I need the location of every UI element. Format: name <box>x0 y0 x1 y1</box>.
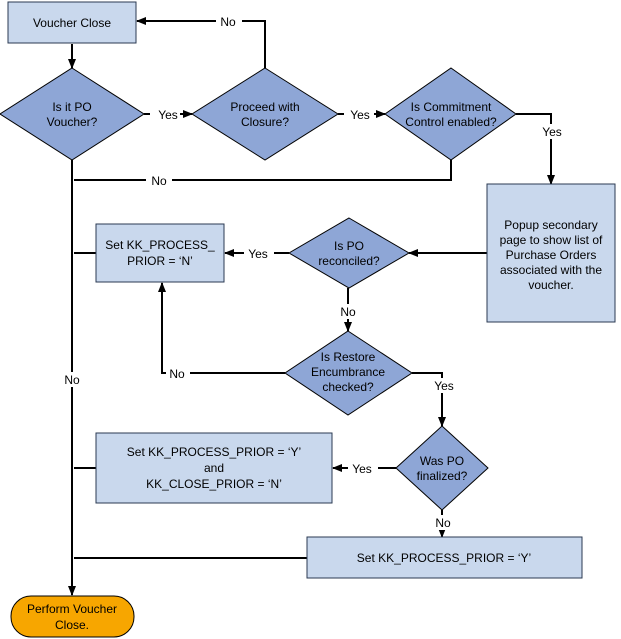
is-po-voucher-diamond <box>0 67 145 161</box>
edge-labels: Yes No Yes Yes No No Yes No No Yes Yes N… <box>61 14 568 530</box>
popup-secondary-line-2: page to show list of <box>500 233 603 247</box>
node-set-prior-y-close-n: Set KK_PROCESS_PRIOR = ‘Y’ and KK_CLOSE_… <box>95 432 333 504</box>
node-proceed-closure: Proceed with Closure? <box>191 67 339 161</box>
was-po-finalized-line-1: Was PO <box>420 454 464 468</box>
label-yes-restore: Yes <box>434 379 454 393</box>
node-voucher-close: Voucher Close <box>7 1 137 44</box>
label-no-restore: No <box>169 367 185 381</box>
connector-commitment-no <box>74 160 452 181</box>
node-is-po-reconciled: Is PO reconciled? <box>288 217 410 289</box>
label-no-main: No <box>64 373 80 387</box>
popup-secondary-box <box>486 183 616 323</box>
restore-encumbrance-line-2: Encumbrance <box>311 365 385 379</box>
was-po-finalized-line-2: finalized? <box>417 469 468 483</box>
voucher-close-label: Voucher Close <box>33 16 111 30</box>
node-set-prior-y: Set KK_PROCESS_PRIOR = ‘Y’ <box>306 536 583 579</box>
commitment-control-line-2: Control enabled? <box>405 115 497 129</box>
voucher-close-box <box>7 1 137 44</box>
set-prior-y-close-n-line-3: KK_CLOSE_PRIOR = ‘N’ <box>146 477 282 491</box>
proceed-closure-diamond <box>191 67 339 161</box>
popup-secondary-line-3: Purchase Orders <box>506 248 597 262</box>
label-yes-finalized: Yes <box>352 462 372 476</box>
set-prior-y-label: Set KK_PROCESS_PRIOR = ‘Y’ <box>357 551 531 565</box>
perform-close-line-1: Perform Voucher <box>27 602 117 616</box>
node-popup-secondary: Popup secondary page to show list of Pur… <box>486 183 616 323</box>
is-po-reconciled-diamond <box>288 217 410 289</box>
node-commitment-control: Is Commitment Control enabled? <box>384 67 517 161</box>
is-po-voucher-line-2: Voucher? <box>47 115 98 129</box>
node-perform-close: Perform Voucher Close. <box>10 595 135 638</box>
popup-secondary-line-4: associated with the <box>500 263 602 277</box>
set-prior-n-box <box>95 223 225 283</box>
popup-secondary-line-1: Popup secondary <box>504 218 597 232</box>
connector-restore-yes <box>412 372 446 427</box>
is-po-voucher-line-1: Is it PO <box>52 100 91 114</box>
set-prior-n-line-2: PRIOR = ‘N’ <box>127 254 193 268</box>
commitment-control-diamond <box>384 67 517 161</box>
is-po-reconciled-line-1: Is PO <box>334 239 364 253</box>
perform-close-line-2: Close. <box>55 618 89 632</box>
label-no-proceed: No <box>220 15 236 29</box>
was-po-finalized-diamond <box>395 425 489 511</box>
node-restore-encumbrance: Is Restore Encumbrance checked? <box>284 330 413 416</box>
restore-encumbrance-diamond <box>284 330 413 416</box>
connector-commitment-yes <box>516 113 555 185</box>
label-no-finalized: No <box>435 516 451 530</box>
label-yes-po-voucher: Yes <box>158 108 178 122</box>
set-prior-y-close-n-box <box>95 432 333 504</box>
label-no-commitment: No <box>151 174 167 188</box>
node-set-prior-n: Set KK_PROCESS_ PRIOR = ‘N’ <box>95 223 225 283</box>
perform-close-terminal <box>10 595 135 638</box>
connector-proceed-no <box>136 17 266 68</box>
label-no-reconciled: No <box>340 305 356 319</box>
commitment-control-line-1: Is Commitment <box>411 100 492 114</box>
set-prior-y-close-n-line-1: Set KK_PROCESS_PRIOR = ‘Y’ <box>127 445 301 459</box>
node-was-po-finalized: Was PO finalized? <box>395 425 489 511</box>
connector-restore-no <box>158 282 285 374</box>
set-prior-y-close-n-line-2: and <box>204 461 224 475</box>
set-prior-n-line-1: Set KK_PROCESS_ <box>105 238 215 252</box>
restore-encumbrance-line-3: checked? <box>322 380 374 394</box>
label-yes-commitment: Yes <box>542 125 562 139</box>
is-po-reconciled-line-2: reconciled? <box>318 254 380 268</box>
label-yes-proceed: Yes <box>350 108 370 122</box>
set-prior-y-box <box>306 536 583 579</box>
node-is-po-voucher: Is it PO Voucher? <box>0 67 145 161</box>
proceed-closure-line-2: Closure? <box>241 115 289 129</box>
popup-secondary-line-5: voucher. <box>528 278 573 292</box>
label-yes-reconciled: Yes <box>248 247 268 261</box>
restore-encumbrance-line-1: Is Restore <box>321 350 376 364</box>
proceed-closure-line-1: Proceed with <box>230 100 299 114</box>
